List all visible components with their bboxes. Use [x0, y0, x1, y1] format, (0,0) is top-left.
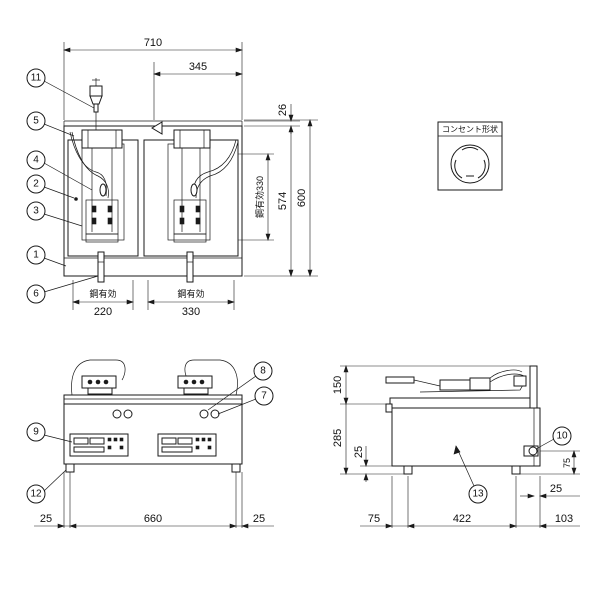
svg-text:8: 8 — [260, 366, 266, 377]
side-top-plate — [389, 397, 531, 409]
dim-330: 330 — [182, 306, 200, 318]
side-dim-150: 150 — [332, 376, 344, 394]
callout-5 — [26, 111, 46, 131]
side-dim-25-horiz: 25 — [550, 483, 562, 495]
svg-text:7: 7 — [261, 391, 267, 402]
svg-text:1: 1 — [33, 250, 39, 261]
svg-text:10: 10 — [556, 431, 568, 442]
front-dim-right: 25 — [253, 513, 265, 525]
front-dim-left: 25 — [40, 513, 52, 525]
callout-11 — [26, 68, 46, 88]
side-foot-left — [403, 465, 413, 475]
svg-text:2: 2 — [33, 179, 39, 190]
left-fryer-well — [67, 139, 139, 257]
basket-label-right: 鋼有効 — [177, 288, 204, 299]
callout-10 — [552, 426, 572, 446]
svg-text:11: 11 — [31, 73, 42, 84]
arrow-head — [235, 71, 243, 77]
svg-text:6: 6 — [33, 289, 39, 300]
control-panel-right — [157, 433, 217, 457]
front-body — [63, 403, 243, 465]
front-top-plate — [63, 394, 243, 405]
outlet-frame — [437, 121, 503, 191]
left-element-head — [81, 129, 123, 149]
dim-574: 574 — [277, 192, 289, 210]
outlet-shape: コンセント形状 — [437, 121, 503, 191]
arrow-head — [153, 71, 161, 77]
foot-right — [231, 463, 241, 473]
dim-345: 345 — [189, 61, 207, 73]
callout-12 — [26, 484, 46, 504]
dim-710: 710 — [144, 37, 162, 49]
side-dim-75-vert: 75 — [562, 458, 572, 468]
left-basket-handle — [97, 251, 105, 283]
basket-label-left: 鋼有効 — [89, 288, 116, 299]
arrow-head — [63, 47, 71, 53]
foot-left — [65, 463, 75, 473]
callout-1 — [26, 245, 46, 265]
right-fryer-well — [143, 139, 239, 257]
callout-6 — [26, 284, 46, 304]
outlet-face — [450, 144, 490, 184]
side-view: 150 285 25 75 75 422 103 — [332, 365, 580, 529]
top-view: 710 345 — [63, 37, 318, 318]
side-dim-285: 285 — [332, 429, 344, 447]
side-foot-right — [511, 465, 521, 475]
callout-2 — [26, 174, 46, 194]
dim-26: 26 — [277, 104, 289, 116]
svg-text:13: 13 — [472, 489, 484, 500]
front-dim-center: 660 — [144, 513, 162, 525]
dim-600: 600 — [296, 189, 308, 207]
side-dim-422: 422 — [453, 513, 471, 525]
side-backsplash — [529, 365, 538, 409]
callout-7 — [254, 386, 274, 406]
drain-valve-right — [199, 409, 209, 419]
svg-text:12: 12 — [30, 489, 42, 500]
callout-4 — [26, 150, 46, 170]
outlet-label: コンセント形状 — [442, 124, 498, 134]
side-body — [391, 407, 541, 467]
power-plug — [89, 78, 103, 130]
drain-valve-left — [112, 409, 122, 419]
dim-220: 220 — [94, 306, 112, 318]
dim-basket-depth: 鋼有効330 — [254, 176, 265, 218]
svg-text:3: 3 — [33, 206, 39, 217]
side-dim-25-vert: 25 — [353, 446, 365, 458]
svg-text:9: 9 — [33, 427, 39, 438]
side-dim-103: 103 — [555, 513, 573, 525]
front-view: 25 660 25 — [34, 359, 274, 529]
left-cable — [69, 131, 107, 197]
side-basket-handle — [385, 376, 415, 384]
callout-8 — [253, 361, 273, 381]
side-dim-75: 75 — [368, 513, 380, 525]
svg-text:5: 5 — [33, 116, 39, 127]
callout-9 — [26, 422, 46, 442]
callout-13 — [468, 484, 488, 504]
center-marker — [151, 121, 163, 135]
callouts: 11 5 4 2 3 1 6 8 7 9 — [26, 68, 572, 504]
callout-3 — [26, 201, 46, 221]
arrow-head — [235, 47, 243, 53]
right-basket-handle — [186, 251, 194, 283]
svg-text:4: 4 — [33, 155, 39, 166]
top-body-outline — [63, 125, 243, 277]
control-panel-left — [69, 433, 129, 457]
right-element-head — [173, 129, 211, 149]
